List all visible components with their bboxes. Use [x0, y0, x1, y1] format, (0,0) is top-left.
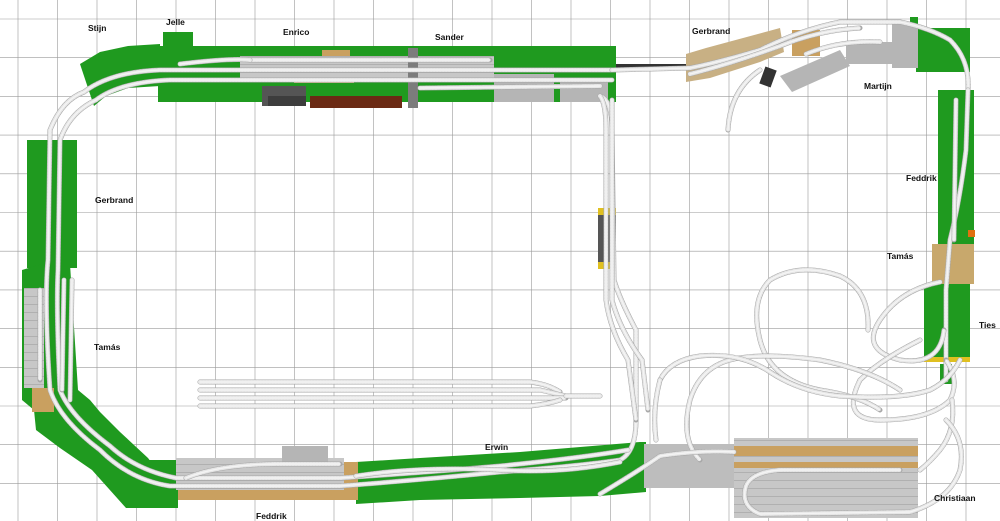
label-gerbrand-left: Gerbrand: [95, 195, 133, 205]
track-gauge: [953, 99, 957, 241]
track-gauge: [45, 69, 637, 487]
label-martijn: Martijn: [864, 81, 892, 91]
track-sleepers: [198, 398, 562, 408]
track-gauge: [919, 399, 954, 471]
track-gauge: [689, 27, 861, 75]
track-sleepers: [55, 78, 630, 480]
track-sleepers: [726, 68, 762, 132]
track-main-loop: [46, 70, 636, 486]
track-gauge: [56, 79, 629, 479]
label-jelle: Jelle: [166, 17, 185, 27]
track-bed: [54, 77, 631, 481]
track-gauge: [599, 450, 735, 495]
track-gauge: [199, 399, 561, 407]
label-sander: Sander: [435, 32, 465, 42]
track-gauge: [599, 95, 637, 421]
track-gauge: [61, 279, 65, 391]
track-gauge: [945, 89, 969, 381]
track-gauge: [611, 21, 969, 91]
track-gauge: [805, 41, 881, 55]
track-network: [37, 19, 971, 517]
track-sleepers: [44, 68, 638, 488]
track-gauge: [199, 389, 567, 397]
track-gauge: [419, 85, 601, 89]
label-tamas-right: Tamás: [887, 251, 914, 261]
label-erwin: Erwin: [485, 442, 508, 452]
track-gauge: [727, 69, 761, 131]
label-enrico: Enrico: [283, 27, 309, 37]
label-feddrik-right: Feddrik: [906, 173, 937, 183]
track-gauge: [653, 379, 661, 441]
track-gauge: [199, 381, 561, 393]
track-bed: [43, 67, 639, 489]
label-ties: Ties: [979, 320, 996, 330]
track-gauge: [872, 281, 945, 362]
track-gauge: [185, 463, 341, 479]
label-tamas-left: Tamás: [94, 342, 121, 352]
track-gauge: [69, 279, 73, 401]
label-christiaan: Christiaan: [934, 493, 976, 503]
track-gauge: [852, 339, 955, 421]
track-gauge: [743, 419, 963, 515]
track-gauge: [755, 269, 881, 411]
operator-labels: Stijn Jelle Enrico Sander Gerbrand Marti…: [88, 17, 996, 521]
track-gauge: [179, 58, 251, 65]
station-tamas-right: [932, 244, 974, 284]
label-feddrik-bottom: Feddrik: [256, 511, 287, 521]
track-gauge: [611, 99, 649, 411]
label-stijn: Stijn: [88, 23, 106, 33]
track-gauge: [355, 461, 621, 477]
label-gerbrand-top: Gerbrand: [692, 26, 730, 36]
track-gauge: [659, 354, 961, 398]
